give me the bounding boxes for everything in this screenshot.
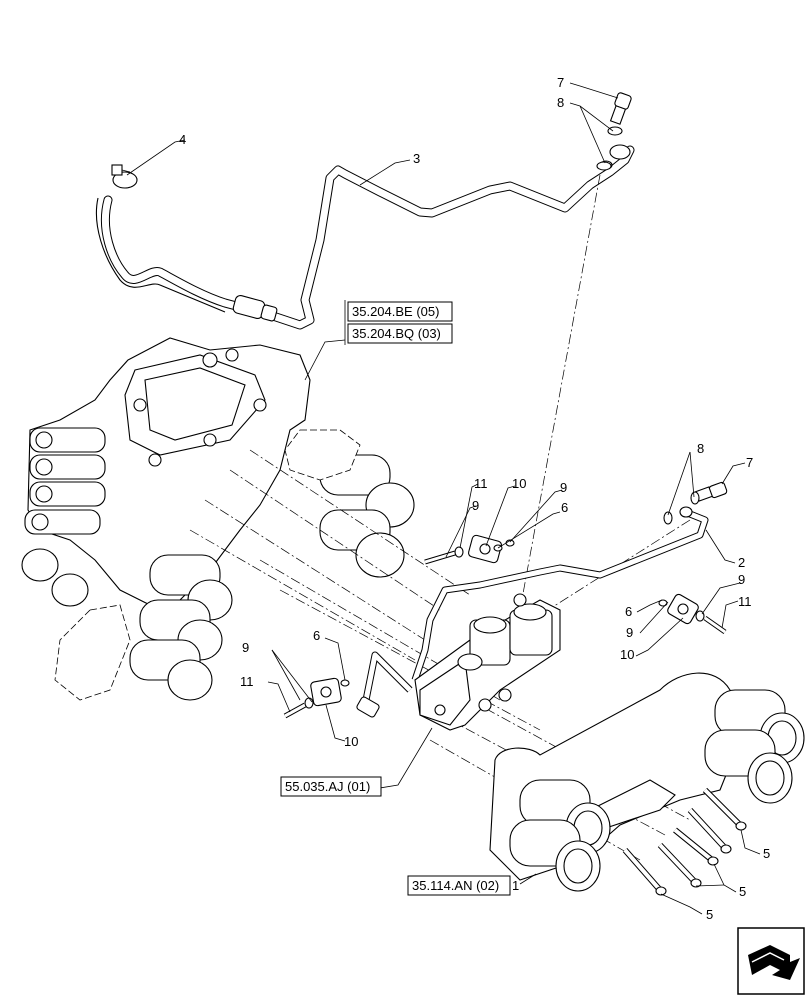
callout-6a: 6 bbox=[561, 500, 568, 515]
callout-numbers: 1 2 3 4 5 5 5 6 6 6 7 7 8 8 9 9 9 9 9 10… bbox=[179, 75, 770, 922]
hydraulic-pipe-2 bbox=[356, 506, 709, 718]
flange-clamp-left bbox=[283, 677, 350, 719]
callout-6b: 6 bbox=[625, 604, 632, 619]
callout-8b: 8 bbox=[697, 441, 704, 456]
ref-a-label: 35.204.BE (05) bbox=[352, 304, 439, 319]
banjo-bolt-top bbox=[596, 92, 632, 171]
callout-7b: 7 bbox=[746, 455, 753, 470]
couplers-main bbox=[129, 454, 415, 701]
reference-box-ref-a[interactable]: 35.204.BE (05) bbox=[347, 301, 453, 322]
callout-11b: 11 bbox=[738, 594, 752, 609]
flange-clamp-upper bbox=[424, 534, 515, 565]
callout-9b: 9 bbox=[560, 480, 567, 495]
callout-9d: 9 bbox=[738, 572, 745, 587]
callout-10a: 10 bbox=[512, 476, 526, 491]
callout-1: 1 bbox=[512, 878, 519, 893]
callout-11c: 11 bbox=[240, 674, 254, 689]
banjo-bolt-right bbox=[663, 481, 728, 525]
reference-box-ref-b[interactable]: 35.204.BQ (03) bbox=[347, 323, 453, 344]
flange-clamp-right bbox=[658, 593, 727, 635]
ref-b-label: 35.204.BQ (03) bbox=[352, 326, 441, 341]
auxiliary-valve-block bbox=[414, 593, 561, 731]
reference-box-ref-d[interactable]: 35.114.AN (02) bbox=[407, 875, 511, 896]
callout-4: 4 bbox=[179, 132, 186, 147]
callout-9a: 9 bbox=[472, 498, 479, 513]
ref-c-label: 55.035.AJ (01) bbox=[285, 779, 370, 794]
callout-5b: 5 bbox=[739, 884, 746, 899]
next-page-arrow-icon[interactable] bbox=[737, 927, 805, 995]
callout-5c: 5 bbox=[706, 907, 713, 922]
callout-8a: 8 bbox=[557, 95, 564, 110]
callout-11a: 11 bbox=[474, 476, 488, 491]
callout-7a: 7 bbox=[557, 75, 564, 90]
reference-box-ref-c[interactable]: 55.035.AJ (01) bbox=[280, 776, 382, 797]
callout-9e: 9 bbox=[242, 640, 249, 655]
callout-10c: 10 bbox=[344, 734, 358, 749]
hose-clamp bbox=[111, 164, 138, 189]
callout-3: 3 bbox=[413, 151, 420, 166]
mounting-bolts bbox=[622, 787, 747, 896]
spool-stack-left bbox=[21, 427, 106, 607]
callout-6c: 6 bbox=[313, 628, 320, 643]
ref-d-label: 35.114.AN (02) bbox=[412, 878, 499, 893]
leader-lines bbox=[126, 82, 761, 915]
main-valve-block bbox=[21, 337, 415, 701]
hydraulic-pipe-upper bbox=[95, 144, 635, 330]
callout-9c: 9 bbox=[626, 625, 633, 640]
callout-2: 2 bbox=[738, 555, 745, 570]
callout-10b: 10 bbox=[620, 647, 634, 662]
callout-5a: 5 bbox=[763, 846, 770, 861]
coupler-bracket-lower bbox=[489, 672, 805, 892]
